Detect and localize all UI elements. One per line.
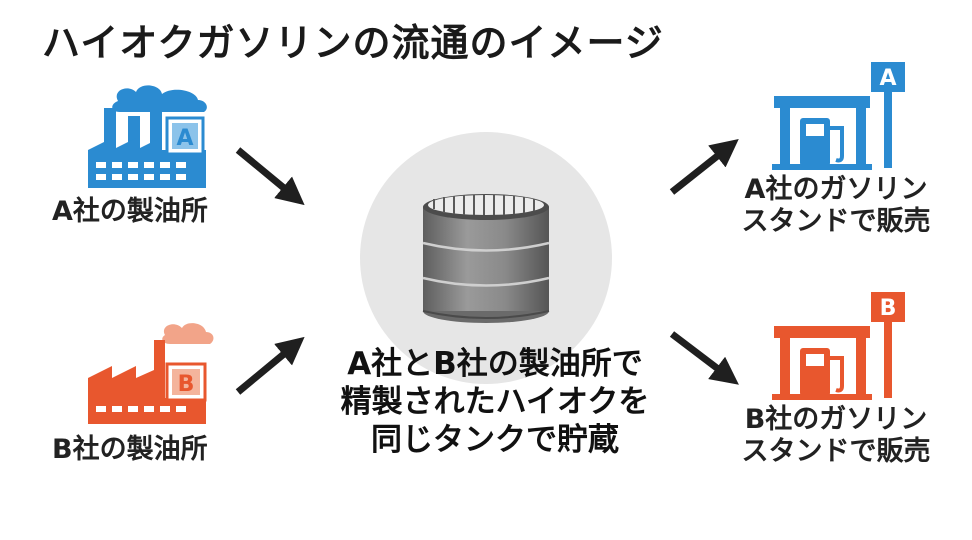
tank-description-line: 精製されたハイオクを (340, 383, 650, 420)
station-b-badge: B (880, 296, 897, 321)
station-a-label: A社のガソリン スタンドで販売 (726, 174, 946, 239)
tank-description-line: 同じタンクで貯蔵 (371, 421, 619, 458)
refinery-a-label: A社の製油所 (52, 196, 208, 227)
refinery-a-badge: A (176, 126, 193, 151)
storage-tank-icon (422, 194, 550, 323)
station-a-label-line: スタンドで販売 (741, 206, 931, 238)
arrow-refinery-a-to-tank (235, 147, 305, 206)
refinery-a-icon (88, 85, 207, 188)
station-a-badge: A (879, 66, 896, 91)
station-b-label-line: B社のガソリン (744, 404, 928, 435)
arrow-refinery-b-to-tank (235, 336, 305, 395)
refinery-b-icon (88, 323, 214, 424)
refinery-b-label: B社の製油所 (52, 434, 208, 465)
arrow-tank-to-station-a (669, 139, 739, 195)
tank-description: A社とB社の製油所で 精製されたハイオクを 同じタンクで貯蔵 (305, 346, 685, 459)
station-a-label-line: A社のガソリン (744, 174, 928, 205)
gas-station-b-icon (772, 292, 905, 400)
station-b-label-line: スタンドで販売 (741, 436, 931, 468)
tank-description-line: A社とB社の製油所で (347, 346, 643, 382)
arrow-tank-to-station-b (669, 331, 739, 385)
station-b-label: B社のガソリン スタンドで販売 (726, 404, 946, 469)
gas-station-a-icon (772, 62, 905, 170)
page-title: ハイオクガソリンの流通のイメージ (42, 21, 664, 65)
refinery-b-badge: B (178, 372, 195, 397)
